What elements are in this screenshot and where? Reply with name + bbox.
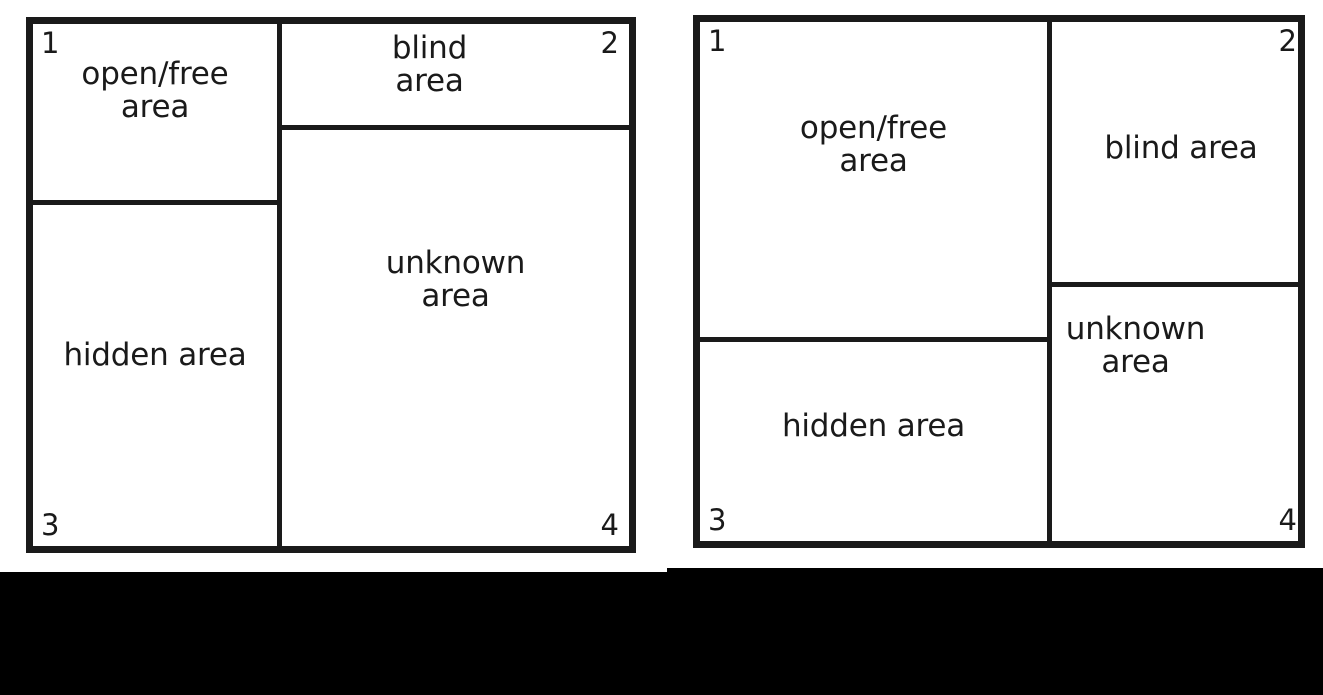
quadrant-label-open-free-area: open/free area bbox=[81, 56, 229, 126]
divider-horizontal-left-column bbox=[700, 337, 1052, 342]
quadrant-number-2: 2 bbox=[1278, 24, 1297, 58]
johari-window-right: 1 open/free area 2 blind area 3 hidden a… bbox=[693, 15, 1305, 548]
divider-vertical-right-panel bbox=[1047, 22, 1052, 541]
quadrant-label-blind-area: blind area bbox=[1104, 130, 1258, 166]
quadrant-number-3: 3 bbox=[708, 503, 727, 537]
quadrant-label-hidden-area: hidden area bbox=[781, 408, 966, 444]
johari-window-left: 1 open/free area 2 blind area 3 hidden a… bbox=[26, 17, 636, 553]
divider-horizontal-left-column bbox=[33, 200, 277, 205]
quadrant-number-1: 1 bbox=[708, 24, 727, 58]
page-edge-band-right bbox=[667, 568, 1323, 695]
quadrant-label-open-free-area: open/free area bbox=[799, 110, 948, 180]
quadrant-open-free-area[interactable]: 1 open/free area bbox=[700, 22, 1047, 337]
quadrant-blind-area[interactable]: 2 blind area bbox=[282, 24, 629, 125]
divider-horizontal-right-column bbox=[1047, 282, 1305, 287]
quadrant-number-4: 4 bbox=[1278, 503, 1297, 537]
quadrant-unknown-area[interactable]: 4 unknown area bbox=[1052, 287, 1297, 541]
quadrant-blind-area[interactable]: 2 blind area bbox=[1052, 22, 1297, 282]
quadrant-number-1: 1 bbox=[41, 26, 60, 60]
divider-horizontal-right-column bbox=[277, 125, 629, 130]
quadrant-label-unknown-area: unknown area bbox=[385, 245, 526, 315]
quadrant-number-2: 2 bbox=[600, 26, 619, 60]
quadrant-hidden-area[interactable]: 3 hidden area bbox=[33, 205, 277, 546]
divider-vertical-left-panel bbox=[277, 24, 282, 546]
quadrant-number-4: 4 bbox=[600, 508, 619, 542]
quadrant-open-free-area[interactable]: 1 open/free area bbox=[33, 24, 277, 200]
page-edge-band-left bbox=[0, 572, 667, 695]
quadrant-label-blind-area: blind area bbox=[391, 30, 468, 100]
quadrant-unknown-area[interactable]: 4 unknown area bbox=[282, 130, 629, 546]
quadrant-label-unknown-area: unknown area bbox=[1065, 311, 1206, 381]
quadrant-number-3: 3 bbox=[41, 508, 60, 542]
quadrant-hidden-area[interactable]: 3 hidden area bbox=[700, 342, 1047, 541]
quadrant-label-hidden-area: hidden area bbox=[63, 337, 247, 373]
